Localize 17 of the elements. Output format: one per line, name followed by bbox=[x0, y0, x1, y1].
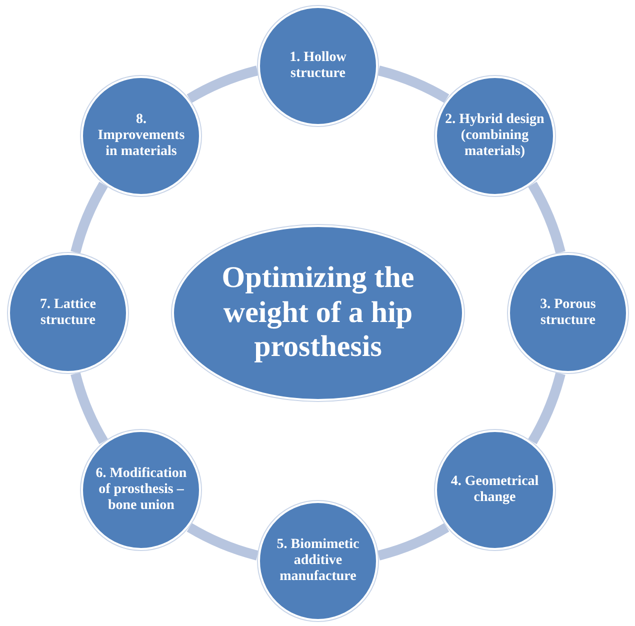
circle-label: 5. Biomimetic additive manufacture bbox=[276, 536, 360, 586]
connector-arc bbox=[528, 372, 566, 444]
circle-label: 2. Hybrid design (combining materials) bbox=[444, 112, 545, 160]
title-text: Optimizing the weight of a hip prosthesis bbox=[220, 261, 416, 365]
connector-arc bbox=[377, 66, 450, 103]
connector-arc bbox=[70, 372, 108, 444]
connector-arc bbox=[186, 66, 259, 103]
circle-label: 7. Lattice structure bbox=[39, 296, 97, 330]
connector-arc bbox=[186, 523, 259, 560]
circle-label: 4. Geometrical change bbox=[450, 474, 540, 506]
circle-label: 1. Hollow structure bbox=[288, 50, 348, 82]
connector-arc bbox=[377, 523, 450, 560]
circle-label: 6. Modification of prosthesis – bone union bbox=[94, 466, 188, 514]
circle-label: 3. Porous structure bbox=[539, 296, 597, 330]
circle-label: 8. Improvements in materials bbox=[96, 112, 186, 160]
connector-arc bbox=[528, 182, 566, 254]
connector-arc bbox=[70, 182, 108, 254]
